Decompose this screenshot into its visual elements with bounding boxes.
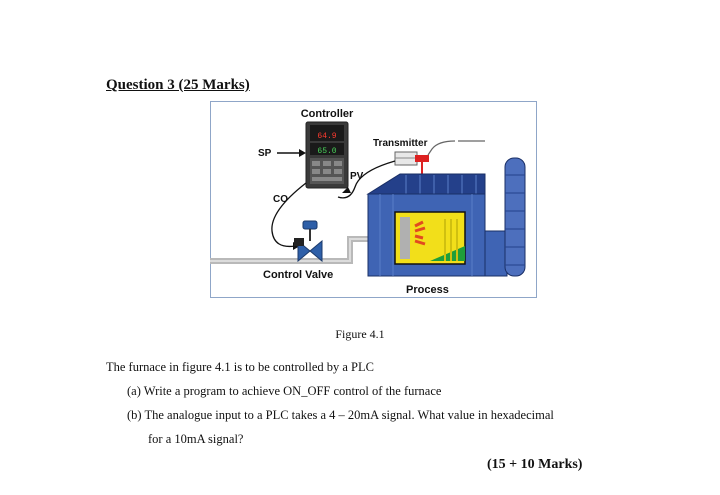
co-signal-line	[271, 182, 307, 248]
question-part-b-line2: for a 10mA signal?	[148, 432, 244, 446]
process-diagram: 64.9 65.0 Controller SP Transmitter	[210, 101, 537, 298]
figure-4-1-diagram: 64.9 65.0 Controller SP Transmitter	[210, 101, 537, 298]
transmitter-label: Transmitter	[373, 138, 428, 149]
question-part-a: (a) Write a program to achieve ON_OFF co…	[127, 384, 442, 398]
controller: 64.9 65.0	[305, 121, 349, 189]
question-title: Question 3 (25 Marks)	[106, 77, 250, 93]
furnace	[366, 173, 508, 277]
sp-label: SP	[258, 148, 272, 159]
pv-readout: 64.9	[317, 132, 336, 141]
sp-readout: 65.0	[317, 147, 336, 156]
marks-allocation: (15 + 10 Marks)	[487, 457, 583, 472]
control-valve	[294, 220, 323, 263]
co-label: CO	[273, 194, 288, 205]
question-intro: The furnace in figure 4.1 is to be contr…	[106, 360, 374, 374]
controller-label: Controller	[301, 108, 354, 120]
chimney	[504, 157, 526, 277]
process-label: Process	[406, 284, 449, 296]
pv-label: PV	[350, 171, 364, 182]
control-valve-label: Control Valve	[263, 269, 333, 281]
question-part-b-line1: (b) The analogue input to a PLC takes a …	[127, 408, 554, 422]
pv-signal-line	[337, 160, 396, 199]
figure-caption: Figure 4.1	[335, 327, 385, 341]
